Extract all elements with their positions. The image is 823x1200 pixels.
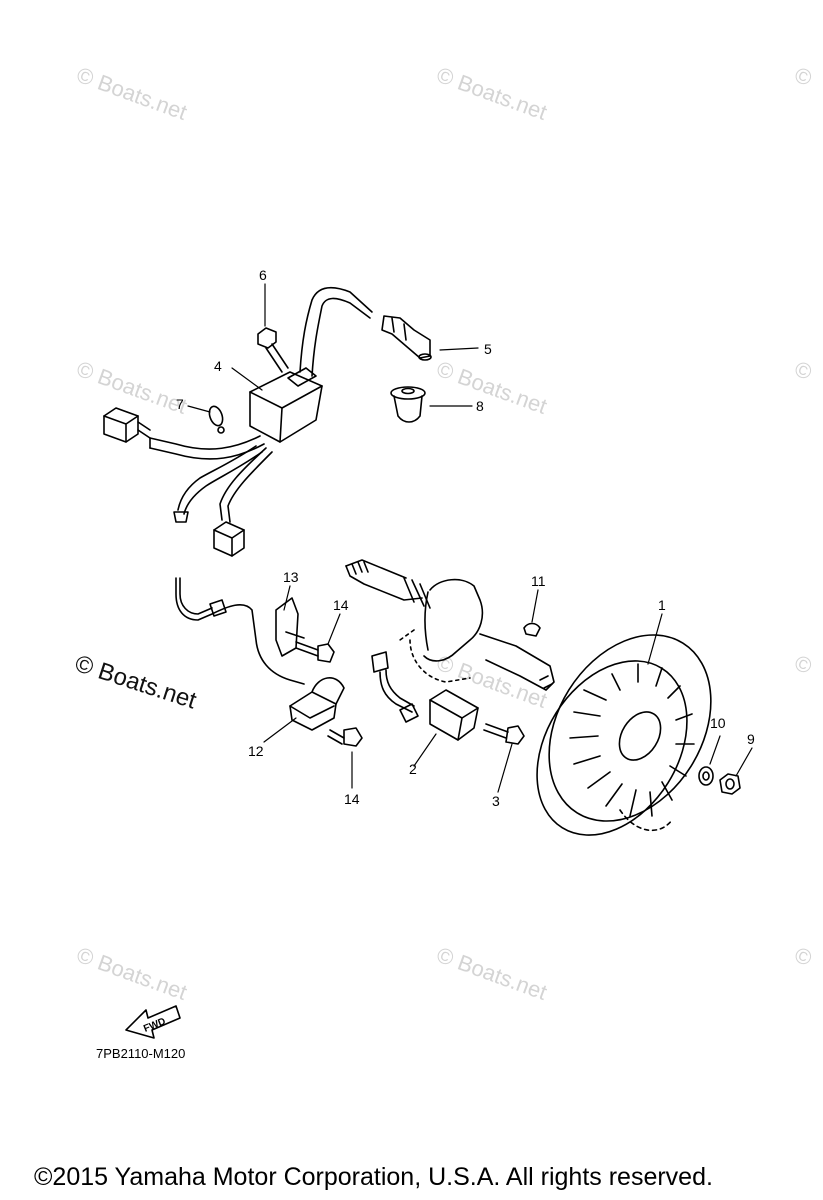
flywheel-1 (536, 634, 712, 836)
bolt-3 (483, 723, 525, 745)
bolt-14-lower (327, 727, 363, 747)
fwd-arrow-icon (125, 1005, 181, 1039)
callouts: 6 4 7 5 8 11 1 13 14 12 2 3 14 10 9 (176, 267, 755, 809)
callout-9: 9 (747, 731, 755, 747)
callout-11: 11 (531, 573, 546, 589)
callout-8: 8 (476, 398, 484, 414)
callout-6: 6 (259, 267, 267, 283)
bolt-14-upper (295, 641, 335, 663)
callout-13: 13 (283, 569, 299, 585)
leader-lines (187, 283, 753, 793)
callout-3: 3 (492, 793, 500, 809)
sensor-2 (371, 651, 479, 741)
pickup-coil-12 (175, 577, 345, 731)
nut-9 (719, 773, 741, 795)
washer-10 (698, 766, 714, 786)
callout-14: 14 (344, 791, 360, 807)
grommet-8 (390, 386, 426, 423)
callout-2: 2 (409, 761, 417, 777)
diagram-code: 7PB2110-M120 (96, 1046, 186, 1061)
callout-12: 12 (248, 743, 264, 759)
callout-4: 4 (214, 358, 222, 374)
fwd-label: FWD (142, 1016, 167, 1035)
key-11 (523, 622, 541, 637)
callout-7: 7 (176, 396, 184, 412)
callout-10: 10 (710, 715, 726, 731)
bracket-13 (275, 597, 305, 657)
callout-1: 1 (658, 597, 666, 613)
ignition-coil-harness (103, 286, 373, 557)
clamp-7 (208, 405, 225, 434)
callout-14: 14 (333, 597, 349, 613)
copyright-notice: ©2015 Yamaha Motor Corporation, U.S.A. A… (34, 1163, 713, 1191)
plug-cap-5 (381, 315, 432, 361)
crankshaft (345, 559, 555, 691)
callout-5: 5 (484, 341, 492, 357)
bolt-6 (257, 327, 289, 373)
